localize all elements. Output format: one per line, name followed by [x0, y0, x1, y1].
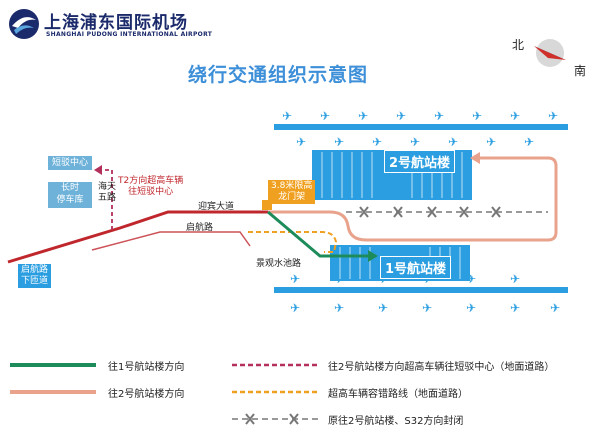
- qihang-road-label: 启航路: [186, 223, 214, 233]
- svg-text:✈: ✈: [486, 135, 496, 149]
- long-parking-box: 长时 停车库: [48, 182, 92, 208]
- height-limit-label: 3.8米限高 龙门架: [268, 180, 316, 204]
- svg-text:✈: ✈: [410, 135, 420, 149]
- route-to-t2: [268, 156, 558, 242]
- runway-north: [274, 124, 568, 130]
- runway-south: [274, 287, 568, 293]
- oversize-route: [248, 231, 338, 253]
- route-to-t2-arrow: [470, 152, 480, 164]
- svg-text:✈: ✈: [334, 301, 344, 315]
- svg-text:✈: ✈: [548, 109, 558, 123]
- svg-text:✈: ✈: [334, 135, 344, 149]
- aircraft-north-icons: ✈ ✈ ✈ ✈ ✈ ✈ ✈ ✈ ✈ ✈ ✈ ✈ ✈ ✈ ✈: [282, 109, 558, 149]
- airport-name-en: SHANGHAI PUDONG INTERNATIONAL AIRPORT: [46, 31, 213, 38]
- short-parking-box: 短驳中心: [48, 156, 92, 170]
- legend-to-t1: 往1号航站楼方向: [108, 362, 185, 373]
- svg-text:✈: ✈: [320, 109, 330, 123]
- svg-text:✈: ✈: [296, 135, 306, 149]
- svg-text:✈: ✈: [290, 272, 300, 286]
- svg-text:✈: ✈: [372, 135, 382, 149]
- haitian-road-label: 海天 五路: [98, 182, 117, 203]
- svg-text:✈: ✈: [448, 135, 458, 149]
- closed-markers: [359, 206, 501, 218]
- svg-text:✈: ✈: [434, 109, 444, 123]
- legend-to-t2: 往2号航站楼方向: [108, 389, 185, 400]
- svg-text:✈: ✈: [282, 109, 292, 123]
- t2-oversize-note: T2方向超高车辆 往短驳中心: [118, 176, 184, 197]
- svg-text:✈: ✈: [422, 301, 432, 315]
- route-to-t1: [267, 210, 370, 258]
- height-limit-gate-icon: [262, 200, 272, 210]
- svg-text:✈: ✈: [378, 301, 388, 315]
- route-to-t1-arrow: [368, 250, 378, 262]
- yingbin-avenue-label: 迎宾大道: [198, 202, 235, 212]
- svg-text:✈: ✈: [290, 301, 300, 315]
- svg-text:✈: ✈: [466, 301, 476, 315]
- legend-oversize-route: 超高车辆容错路线（地面道路）: [328, 389, 468, 400]
- legend-closed: 原往2号航站楼、S32方向封闭: [328, 416, 464, 427]
- svg-text:✈: ✈: [466, 272, 476, 286]
- jingguan-road-label: 景观水池路: [256, 259, 302, 269]
- svg-text:✈: ✈: [550, 301, 560, 315]
- compass-south-label: 南: [574, 64, 587, 78]
- svg-text:✈: ✈: [510, 109, 520, 123]
- svg-text:✈: ✈: [524, 135, 534, 149]
- airport-logo-icon: [8, 8, 40, 40]
- terminal-2-label: 2号航站楼: [384, 150, 456, 173]
- terminal-1-label: 1号航站楼: [380, 256, 452, 279]
- svg-text:✈: ✈: [510, 301, 520, 315]
- route-oversize-to-parking: [100, 169, 113, 230]
- qihang-road: [91, 231, 251, 251]
- compass-icon: [528, 38, 572, 68]
- compass-north-label: 北: [512, 38, 525, 52]
- legend-to-t2-oversize: 往2号航站楼方向超高车辆往短驳中心（地面道路）: [328, 362, 555, 373]
- yingbin-road: [7, 210, 268, 264]
- airport-name-cn: 上海浦东国际机场: [44, 13, 188, 33]
- svg-text:✈: ✈: [396, 109, 406, 123]
- svg-text:✈: ✈: [358, 109, 368, 123]
- svg-text:✈: ✈: [510, 272, 520, 286]
- legend-closed-markers: [245, 413, 299, 425]
- map-title: 绕行交通组织示意图: [188, 64, 369, 86]
- qihang-exit-label: 启航路 下匝道: [18, 264, 52, 288]
- svg-text:✈: ✈: [472, 109, 482, 123]
